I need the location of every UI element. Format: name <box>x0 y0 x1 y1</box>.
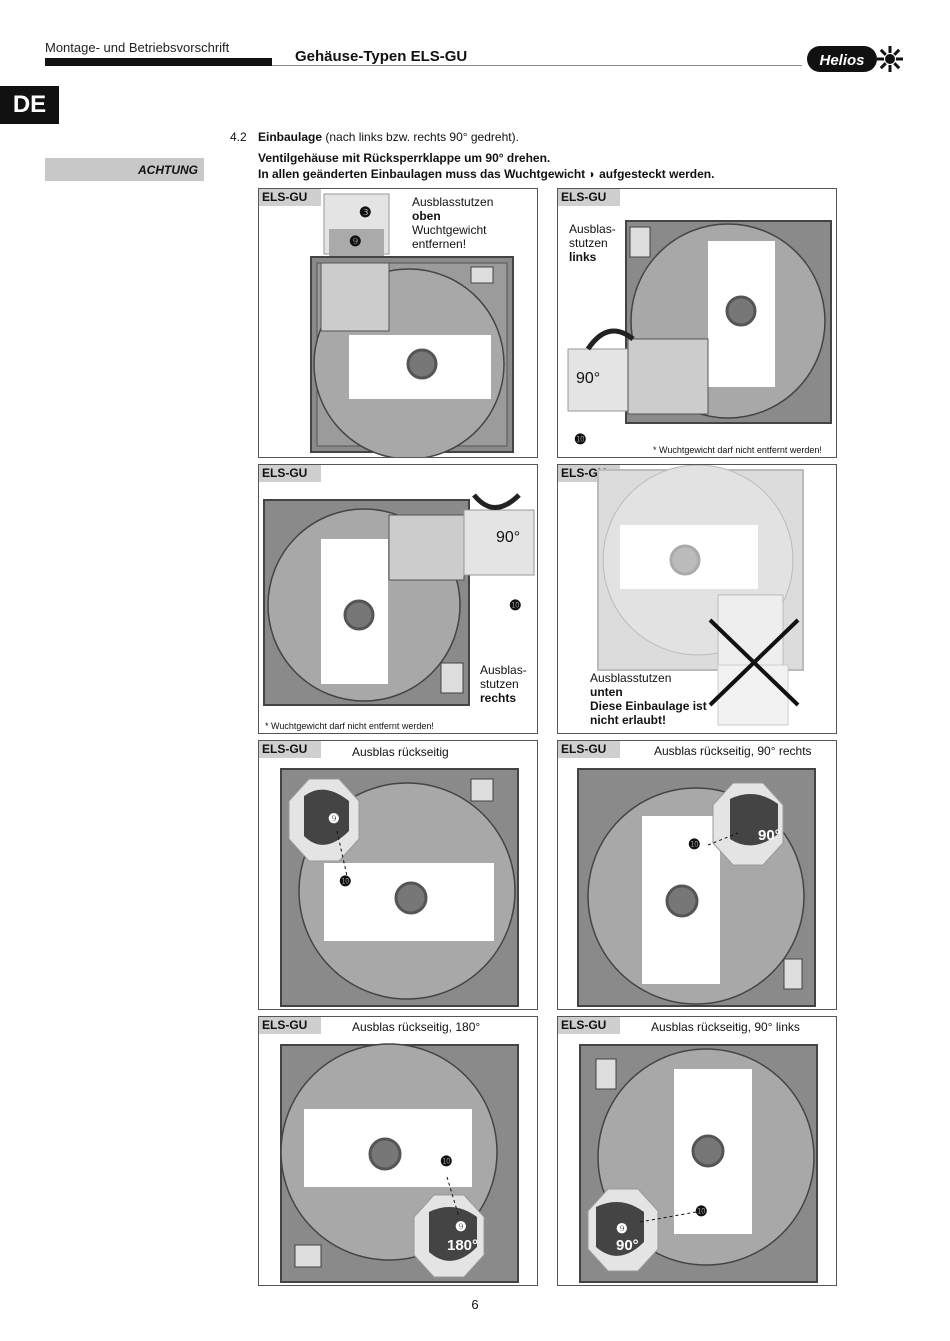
angle-label: 90° <box>576 370 601 387</box>
panel-outlet-top: ELS-GU ❸ ❾ Ausblasstutzen oben Wuchtgewi… <box>258 188 538 458</box>
angle-label: 90° <box>616 1237 639 1254</box>
marker-10: ❿ <box>574 431 587 447</box>
device-illustration <box>567 220 832 424</box>
document-type: Montage- und Betriebsvorschrift <box>45 40 230 55</box>
marker-9: ❾ <box>328 811 340 826</box>
panel-outlet-right: ELS-GU 90° ❿ Ausblas- stutzen rechts * W… <box>258 464 538 734</box>
angle-label: 180° <box>447 1237 479 1254</box>
header-rule <box>272 65 802 66</box>
panel-caption: Ausblas- stutzen links <box>569 222 616 264</box>
warning-label: ACHTUNG <box>45 158 204 181</box>
panel-tag: ELS-GU <box>558 1017 620 1034</box>
device-illustration <box>579 1044 818 1283</box>
panel-outlet-bottom: ELS-GU Ausblasstutzen unten Diese Einbau… <box>557 464 837 734</box>
angle-label: 90° <box>758 827 781 844</box>
panel-caption: Ausblas- stutzen rechts <box>480 663 527 705</box>
panel-tag: ELS-GU <box>558 741 620 758</box>
panel-rear-outlet-180: ELS-GU ❿ ❾ 180° Ausblas rückseitig, 180° <box>258 1016 538 1286</box>
device-illustration <box>577 768 816 1007</box>
marker-10: ❿ <box>440 1153 453 1169</box>
marker-9: ❾ <box>616 1221 628 1236</box>
panel-caption: Ausblasstutzen unten Diese Einbaulage is… <box>590 671 707 727</box>
language-tab: DE <box>0 86 59 124</box>
marker-9: ❾ <box>349 233 362 249</box>
marker-10: ❿ <box>688 836 701 852</box>
section-title: Einbaulage (nach links bzw. rechts 90° g… <box>258 130 519 144</box>
marker-10: ❿ <box>695 1203 708 1219</box>
device-illustration <box>263 493 535 706</box>
page-title: Gehäuse-Typen ELS-GU <box>295 48 468 65</box>
helios-logo: Helios <box>807 46 903 72</box>
panel-caption: Ausblas rückseitig <box>352 745 449 759</box>
panel-outlet-left: ELS-GU 90° ❿ Ausblas- stutzen links * Wu… <box>557 188 837 458</box>
device-illustration <box>597 465 804 726</box>
panel-tag: ELS-GU <box>558 189 620 206</box>
panel-tag: ELS-GU <box>259 1017 321 1034</box>
panel-rear-outlet-90-right: ELS-GU 90° ❿ Ausblas rückseitig, 90° rec… <box>557 740 837 1010</box>
panel-caption: Ausblas rückseitig, 180° <box>352 1020 481 1034</box>
panel-tag: ELS-GU <box>259 189 321 206</box>
section-number: 4.2 <box>230 130 247 144</box>
device-illustration <box>280 768 519 1007</box>
header-bar <box>45 58 272 66</box>
panel-rear-outlet: ELS-GU ❾ ❿ Ausblas rückseitig <box>258 740 538 1010</box>
marker-10: ❿ <box>339 873 352 889</box>
panel-caption: Ausblas rückseitig, 90° rechts <box>654 744 812 758</box>
svg-text:Helios: Helios <box>819 52 864 69</box>
panel-note: * Wuchtgewicht darf nicht entfernt werde… <box>265 721 434 731</box>
panel-note: * Wuchtgewicht darf nicht entfernt werde… <box>653 445 822 455</box>
angle-label: 90° <box>496 529 521 546</box>
marker-3: ❸ <box>359 204 372 220</box>
panel-tag: ELS-GU <box>259 741 321 758</box>
page-number: 6 <box>471 1297 479 1312</box>
marker-9: ❾ <box>455 1219 467 1234</box>
device-illustration <box>310 193 514 457</box>
panel-caption: Ausblasstutzen oben Wuchtgewicht entfern… <box>412 195 494 251</box>
device-illustration <box>280 1043 519 1283</box>
panel-tag: ELS-GU <box>259 465 321 482</box>
marker-10: ❿ <box>509 597 522 613</box>
panel-rear-outlet-90-left: ELS-GU ❿ ❾ 90° Ausblas rückseitig, 90° l… <box>557 1016 837 1286</box>
panel-caption: Ausblas rückseitig, 90° links <box>651 1020 800 1034</box>
instruction-text: Ventilgehäuse mit Rücksperrklappe um 90°… <box>258 151 715 181</box>
